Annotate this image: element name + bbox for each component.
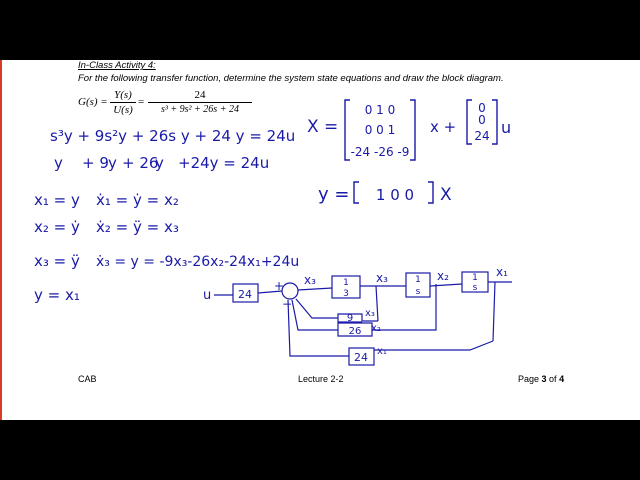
gain24-tag: x₁	[377, 346, 387, 357]
page-mid: of	[546, 374, 560, 384]
footer-lecture: Lecture 2-2	[298, 374, 344, 384]
output-eq-lhs: y =	[318, 184, 349, 205]
sum-plus: +	[274, 279, 284, 293]
tf-lhs: G(s) =	[78, 96, 108, 108]
int1-num: 1	[343, 278, 349, 288]
matrix-b-row-1: 0	[478, 101, 486, 115]
slide-accent-edge	[0, 60, 2, 420]
ode-term-y2: y	[108, 154, 117, 172]
tf-fraction-2: 24 s³ + 9s² + 26s + 24	[148, 89, 252, 115]
ode-term-y1: y	[155, 154, 164, 172]
x3-label: x₃	[376, 271, 388, 285]
state-eq-u: u	[501, 118, 511, 137]
ode-term-26: + 26	[122, 154, 158, 172]
tf-num1: Y(s)	[114, 89, 132, 101]
sum-minus: −	[282, 297, 292, 311]
int3-den: s	[473, 283, 478, 293]
matrix-c-row: 1 0 0	[376, 186, 414, 204]
output-def: y = x₁	[34, 286, 80, 304]
page-prefix: Page	[518, 374, 542, 384]
matrix-b-row-3: 24	[474, 129, 489, 143]
gain9-tag: x₃	[365, 308, 375, 319]
int3-num: 1	[472, 273, 478, 283]
tf-den2: s³ + 9s² + 26s + 24	[161, 104, 239, 115]
matrix-brackets	[344, 99, 498, 204]
state-eq-lhs: X =	[307, 117, 338, 137]
state-deriv-2: ẋ₂ = ÿ = x₃	[96, 218, 179, 236]
tf-num2: 24	[194, 89, 206, 101]
ode-term-y3: y	[54, 154, 63, 172]
gain-in-label: 24	[238, 288, 252, 301]
x2-label: x₂	[437, 269, 449, 283]
state-deriv-3: ẋ₃ = y = -9x₃-26x₂-24x₁+24u	[96, 254, 299, 270]
ode-term-9: + 9	[82, 154, 109, 172]
matrix-a-row-2: 0 0 1	[365, 123, 396, 137]
diagram-input: u	[203, 288, 211, 303]
gain9-label: 9	[347, 313, 353, 324]
page-current: 3	[541, 374, 547, 384]
gain26-label: 26	[349, 326, 362, 337]
int2-num: 1	[415, 275, 421, 285]
state-def-1: x₁ = y	[34, 191, 80, 209]
handwriting-layer: s³y + 9s²y + 26s y + 24 y = 24u y + 9 y …	[34, 99, 512, 366]
footer-author: CAB	[78, 374, 97, 384]
x1-label: x₁	[496, 265, 508, 279]
transfer-function: G(s) = Y(s) U(s) = 24 s³ + 9s² + 26s + 2…	[78, 87, 278, 117]
state-deriv-1: ẋ₁ = ẏ = x₂	[96, 191, 179, 209]
gain26-tag: x₂	[371, 323, 381, 334]
state-def-3: x₃ = ÿ	[34, 252, 80, 270]
page-total: 4	[559, 374, 565, 384]
matrix-b-row-2: 0	[478, 113, 486, 127]
matrix-a-row-1: 0 1 0	[365, 103, 396, 117]
activity-instruction: For the following transfer function, det…	[78, 73, 504, 84]
tf-den1: U(s)	[113, 104, 133, 116]
output-eq-x: X	[440, 185, 452, 205]
slide: In-Class Activity 4: For the following t…	[0, 60, 640, 420]
state-def-2: x₂ = ẏ	[34, 218, 80, 236]
int1-den: 3	[343, 289, 349, 299]
activity-title: In-Class Activity 4:	[78, 60, 156, 71]
gain24-label: 24	[354, 351, 368, 364]
tf-fraction-1: Y(s) U(s)	[110, 89, 136, 116]
block-diagram: u 24 + − x₃ 1 3 x₃ 1 s x₂ 1 s x₁ 9 x₃ 26…	[203, 265, 512, 366]
x3-out-label: x₃	[304, 273, 316, 287]
tf-equals: =	[138, 96, 145, 108]
matrix-a-row-3: -24 -26 -9	[351, 145, 410, 159]
state-eq-x-plus: x +	[430, 118, 456, 136]
int2-den: s	[416, 287, 421, 297]
footer-page-number: Page 3 of 4	[518, 374, 564, 384]
ode-term-rest: +24y = 24u	[178, 154, 269, 172]
ode-laplace: s³y + 9s²y + 26s y + 24 y = 24u	[50, 127, 295, 145]
